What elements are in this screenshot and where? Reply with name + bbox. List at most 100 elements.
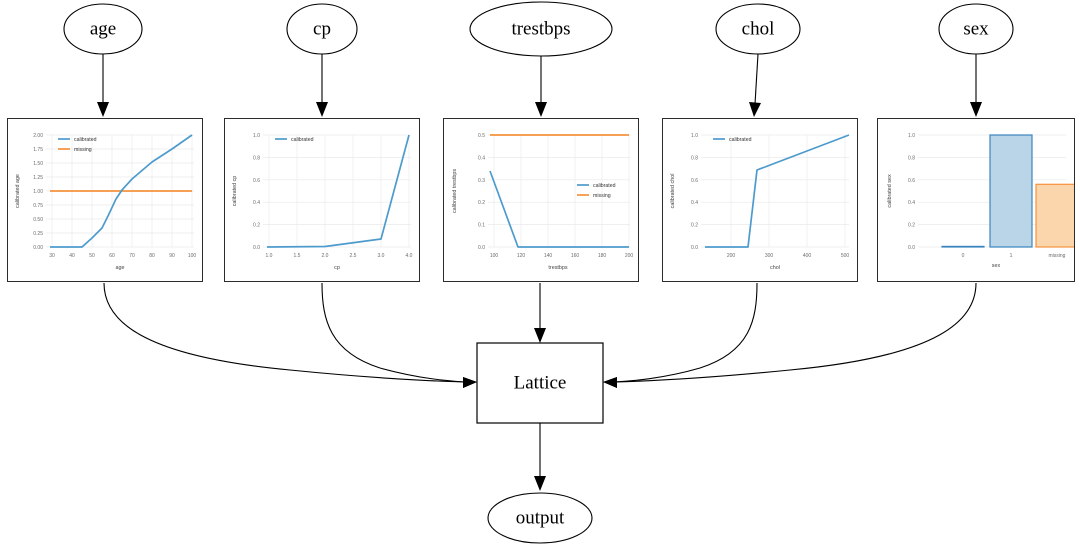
node-sex[interactable]: sex (938, 3, 1014, 55)
chart-panel-chol[interactable]: 0.0 0.2 0.4 0.6 0.8 1.0 200 300 400 500 … (662, 118, 858, 282)
chart-panel-sex[interactable]: 0.0 0.2 0.4 0.6 0.8 1.0 0 1 missing sex … (877, 118, 1075, 282)
node-output-label: output (516, 507, 565, 528)
svg-text:0.5: 0.5 (478, 133, 485, 139)
svg-text:1.25: 1.25 (33, 175, 43, 181)
chart-panel-trestbps[interactable]: 0.0 0.1 0.2 0.3 0.4 0.5 100 120 140 160 … (443, 118, 639, 282)
node-output-shape (487, 492, 593, 544)
svg-text:0.4: 0.4 (478, 155, 485, 161)
bar-sex-missing (1035, 183, 1074, 248)
svg-text:50: 50 (89, 253, 95, 259)
chart-cp-legend: calibrated (275, 137, 314, 143)
svg-text:0.0: 0.0 (908, 245, 915, 251)
svg-text:0.8: 0.8 (908, 155, 915, 161)
svg-text:3.0: 3.0 (378, 253, 385, 259)
svg-text:70: 70 (129, 253, 135, 259)
chart-chol-ylabel: calibrated chol (670, 174, 676, 209)
svg-text:1.0: 1.0 (691, 133, 698, 139)
arrowhead-cp (316, 102, 328, 117)
node-trestbps-label: trestbps (511, 18, 570, 39)
svg-text:200: 200 (625, 253, 634, 259)
chart-trestbps-series-calibrated (489, 170, 629, 248)
chart-chol-grid (701, 134, 849, 248)
chart-trestbps-legend: calibrated missing (577, 183, 616, 199)
svg-text:0.8: 0.8 (253, 155, 260, 161)
arrowhead-output (534, 476, 546, 491)
svg-text:1.5: 1.5 (294, 253, 301, 259)
svg-text:0: 0 (962, 253, 965, 259)
svg-text:0.4: 0.4 (691, 200, 698, 206)
svg-text:0.2: 0.2 (478, 200, 485, 206)
node-sex-label: sex (963, 18, 989, 39)
svg-text:0.2: 0.2 (253, 223, 260, 229)
arrowhead-sex (970, 102, 982, 117)
svg-text:1.0: 1.0 (253, 133, 260, 139)
chart-trestbps-xlabel: trestbps (548, 265, 567, 271)
svg-text:1.75: 1.75 (33, 147, 43, 153)
svg-text:120: 120 (517, 253, 526, 259)
svg-text:0.50: 0.50 (33, 217, 43, 223)
node-lattice-label: Lattice (514, 372, 567, 393)
chart-age-yticks: 0.00 0.25 0.50 0.75 1.00 1.25 1.50 1.75 … (33, 133, 43, 251)
node-trestbps[interactable]: trestbps (469, 1, 613, 57)
svg-text:180: 180 (598, 253, 607, 259)
svg-text:400: 400 (803, 253, 812, 259)
chart-cp-xlabel: cp (334, 265, 340, 271)
node-output[interactable]: output (487, 492, 593, 544)
chart-sex: 0.0 0.2 0.4 0.6 0.8 1.0 0 1 missing sex … (878, 119, 1074, 281)
svg-text:160: 160 (571, 253, 580, 259)
edge-trestbps-to-chart (535, 56, 547, 117)
chart-age-xticks: 30 40 50 60 70 80 90 100 (49, 253, 196, 259)
svg-text:1.50: 1.50 (33, 161, 43, 167)
chart-trestbps-xticks: 100 120 140 160 180 200 (490, 253, 634, 259)
svg-text:0.4: 0.4 (908, 200, 915, 206)
edge-lattice-to-output (534, 423, 546, 491)
svg-text:300: 300 (765, 253, 774, 259)
svg-text:0.00: 0.00 (33, 245, 43, 251)
svg-text:2.00: 2.00 (33, 133, 43, 139)
chart-trestbps-legend-calibrated: calibrated (593, 183, 616, 189)
chart-panel-cp[interactable]: 0.0 0.2 0.4 0.6 0.8 1.0 1.0 1.5 2.0 2.5 … (224, 118, 420, 282)
chart-age-series-calibrated (50, 134, 193, 248)
chart-trestbps: 0.0 0.1 0.2 0.3 0.4 0.5 100 120 140 160 … (444, 119, 638, 281)
chart-sex-yticks: 0.0 0.2 0.4 0.6 0.8 1.0 (908, 133, 915, 251)
node-chol[interactable]: chol (715, 3, 801, 55)
chart-cp-grid (263, 134, 411, 248)
edge-chart-sex-to-lattice (603, 282, 977, 388)
chart-panel-age[interactable]: 0.00 0.25 0.50 0.75 1.00 1.25 1.50 1.75 … (7, 118, 203, 282)
node-cp-label: cp (313, 18, 331, 39)
svg-text:500: 500 (841, 253, 850, 259)
chart-age-legend: calibrated missing (58, 137, 97, 153)
arrowhead-trestbps (535, 102, 547, 117)
edge-chart-chol-to-lattice (603, 282, 758, 388)
node-age[interactable]: age (63, 3, 143, 55)
svg-text:0.6: 0.6 (691, 178, 698, 184)
edge-age-to-chart (97, 54, 109, 117)
chart-trestbps-ylabel: calibrated trestbps (452, 169, 458, 213)
chart-sex-xlabel: sex (992, 263, 1001, 269)
arrowhead-lattice-from-sex (603, 377, 617, 388)
svg-text:2.0: 2.0 (322, 253, 329, 259)
chart-cp-ylabel: calibrated cp (232, 176, 238, 207)
bar-sex-1 (989, 134, 1033, 248)
svg-text:200: 200 (727, 253, 736, 259)
edge-chart-trestbps-to-lattice (534, 283, 546, 343)
edge-chol-to-chart (749, 53, 761, 117)
svg-text:0.75: 0.75 (33, 203, 43, 209)
svg-text:100: 100 (490, 253, 499, 259)
node-cp[interactable]: cp (286, 3, 358, 55)
chart-sex-bars (941, 134, 1074, 248)
svg-text:0.8: 0.8 (691, 155, 698, 161)
chart-sex-xticks: 0 1 missing (962, 253, 1066, 259)
chart-chol: 0.0 0.2 0.4 0.6 0.8 1.0 200 300 400 500 … (663, 119, 857, 281)
chart-cp-xticks: 1.0 1.5 2.0 2.5 3.0 4.0 (266, 253, 413, 259)
svg-text:80: 80 (149, 253, 155, 259)
node-lattice[interactable]: Lattice (476, 342, 604, 424)
node-lattice-shape (476, 342, 604, 424)
chart-trestbps-grid (488, 134, 630, 248)
svg-text:0.0: 0.0 (691, 245, 698, 251)
arrowhead-age (97, 102, 109, 117)
svg-text:0.0: 0.0 (478, 245, 485, 251)
chart-chol-xlabel: chol (770, 265, 780, 271)
svg-text:40: 40 (69, 253, 75, 259)
